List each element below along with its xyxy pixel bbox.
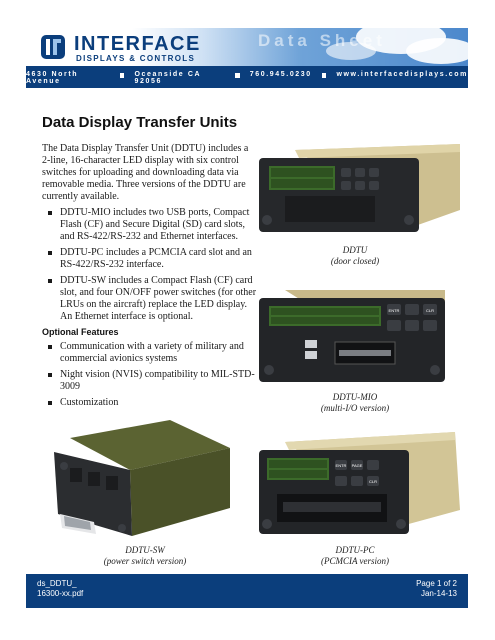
optional-features-heading: Optional Features [42, 327, 119, 337]
separator-square-icon [321, 73, 327, 78]
ddtu-sw-caption: DDTU-SW (power switch version) [85, 545, 205, 567]
company-subtitle: DISPLAYS & CONTROLS [76, 54, 196, 63]
separator-square-icon [119, 73, 125, 78]
entr-key-label: ENTR [336, 463, 347, 468]
list-item: Customization [42, 397, 257, 409]
ddtu-pc-product-image: ENTR PAGE CLR [259, 432, 460, 534]
product-name: DDTU-SW [125, 545, 165, 555]
doc-id-line-1: ds_DDTU_ [37, 579, 77, 588]
doc-date: Jan-14-13 [420, 589, 457, 598]
company-name: INTERFACE [74, 33, 201, 55]
ddtu-caption: DDTU (door closed) [300, 245, 410, 267]
company-logo-icon [41, 35, 65, 59]
page-key-label: PAGE [352, 463, 363, 468]
ddtu-mio-caption: DDTU-MIO (multi-I/O version) [300, 392, 410, 414]
list-item: DDTU-SW includes a Compact Flash (CF) ca… [42, 275, 257, 323]
entr-key-label: ENTR [389, 308, 400, 313]
header: Data Sheet INTERFACE DISPLAYS & CONTROLS… [26, 28, 468, 88]
contact-address: 4630 North Avenue [26, 71, 79, 85]
clr-key-label: CLR [369, 479, 377, 484]
contact-phone: 760.945.0230 [249, 71, 312, 78]
ddtu-pc-caption: DDTU-PC (PCMCIA version) [300, 545, 410, 567]
product-desc: (door closed) [330, 256, 380, 266]
list-item: Communication with a variety of military… [42, 341, 257, 365]
contact-city: Oceanside CA 92056 [134, 71, 201, 85]
ddtu-product-image [259, 144, 460, 232]
intro-paragraph: The Data Display Transfer Unit (DDTU) in… [42, 143, 249, 202]
product-name: DDTU-MIO [332, 392, 378, 402]
contact-bar [26, 66, 468, 88]
page-title: Data Display Transfer Units [42, 114, 238, 131]
clr-key-label: CLR [426, 308, 434, 313]
page-number: Page 1 of 2 [416, 579, 457, 588]
header-sky-banner: Data Sheet [26, 28, 468, 66]
contact-info: 4630 North Avenue Oceanside CA 92056 760… [26, 71, 468, 85]
list-item: DDTU-PC includes a PCMCIA card slot and … [42, 247, 257, 271]
ddtu-mio-product-image: ENTR CLR [259, 290, 445, 382]
doc-type-title: Data Sheet [258, 31, 386, 50]
product-name: DDTU [342, 245, 368, 255]
doc-id: ds_DDTU_ 16300-xx.pdf [37, 579, 83, 599]
product-name: DDTU-PC [335, 545, 375, 555]
footer: ds_DDTU_ 16300-xx.pdf Page 1 of 2 Jan-14… [26, 574, 468, 608]
list-item: Night vision (NVIS) compatibility to MIL… [42, 369, 257, 393]
ddtu-sw-product-image [54, 420, 230, 536]
product-desc: (PCMCIA version) [320, 556, 390, 566]
optional-features-list: Communication with a variety of military… [42, 341, 257, 413]
page-info: Page 1 of 2 Jan-14-13 [416, 579, 457, 599]
version-list: DDTU-MIO includes two USB ports, Compact… [42, 207, 257, 327]
product-desc: (multi-I/O version) [320, 403, 390, 413]
separator-square-icon [235, 73, 240, 78]
product-desc: (power switch version) [103, 556, 187, 566]
contact-website[interactable]: www.interfacedisplays.com [336, 71, 469, 78]
list-item: DDTU-MIO includes two USB ports, Compact… [42, 207, 257, 243]
doc-id-line-2: 16300-xx.pdf [37, 589, 84, 598]
